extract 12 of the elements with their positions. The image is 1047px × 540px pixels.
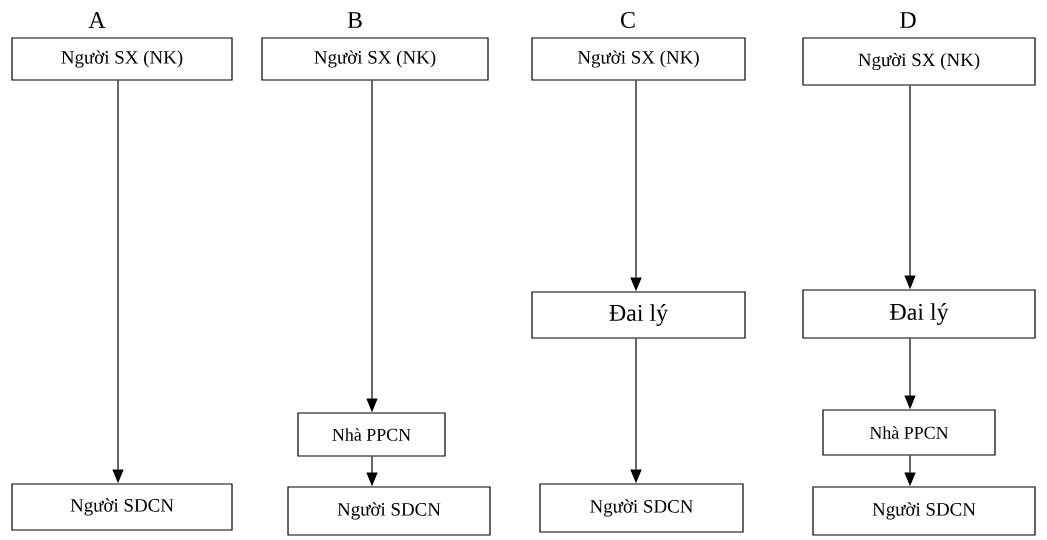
process-box: Người SX (NK) [261, 37, 489, 81]
process-box: Người SX (NK) [11, 37, 233, 81]
process-box: Người SX (NK) [531, 37, 746, 81]
process-box: Người SX (NK) [802, 37, 1036, 86]
process-box: Đai lý [802, 289, 1036, 339]
process-box: Nhà PPCN [297, 412, 446, 457]
process-box: Người SDCN [539, 483, 744, 533]
process-box: Người SDCN [11, 483, 233, 531]
process-box: Nhà PPCN [822, 409, 996, 456]
process-box: Đai lý [531, 291, 746, 339]
process-box: Người SDCN [287, 486, 491, 536]
process-box: Người SDCN [812, 486, 1036, 536]
